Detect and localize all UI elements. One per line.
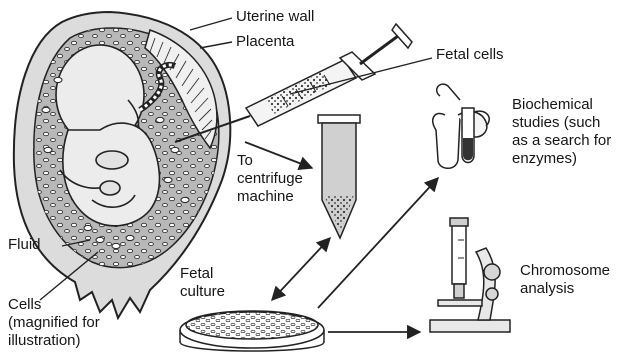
label-fetal-culture: Fetal culture [180, 265, 225, 301]
label-chromosome-analysis: Chromosome analysis [520, 262, 610, 298]
label-biochemical-studies: Biochemical studies (such as a search fo… [512, 96, 611, 168]
label-to-centrifuge: To centrifuge machine [237, 152, 303, 206]
label-fetal-cells: Fetal cells [436, 46, 504, 64]
microscope [430, 218, 510, 332]
label-fluid: Fluid [8, 236, 41, 254]
label-uterine-wall: Uterine wall [236, 8, 314, 26]
label-cells: Cells (magnified for illustration) [8, 296, 100, 350]
petri-dish [180, 311, 324, 351]
label-placenta: Placenta [236, 33, 294, 51]
hand-holding-test-tube [433, 84, 490, 168]
centrifuge-tube [318, 115, 360, 238]
